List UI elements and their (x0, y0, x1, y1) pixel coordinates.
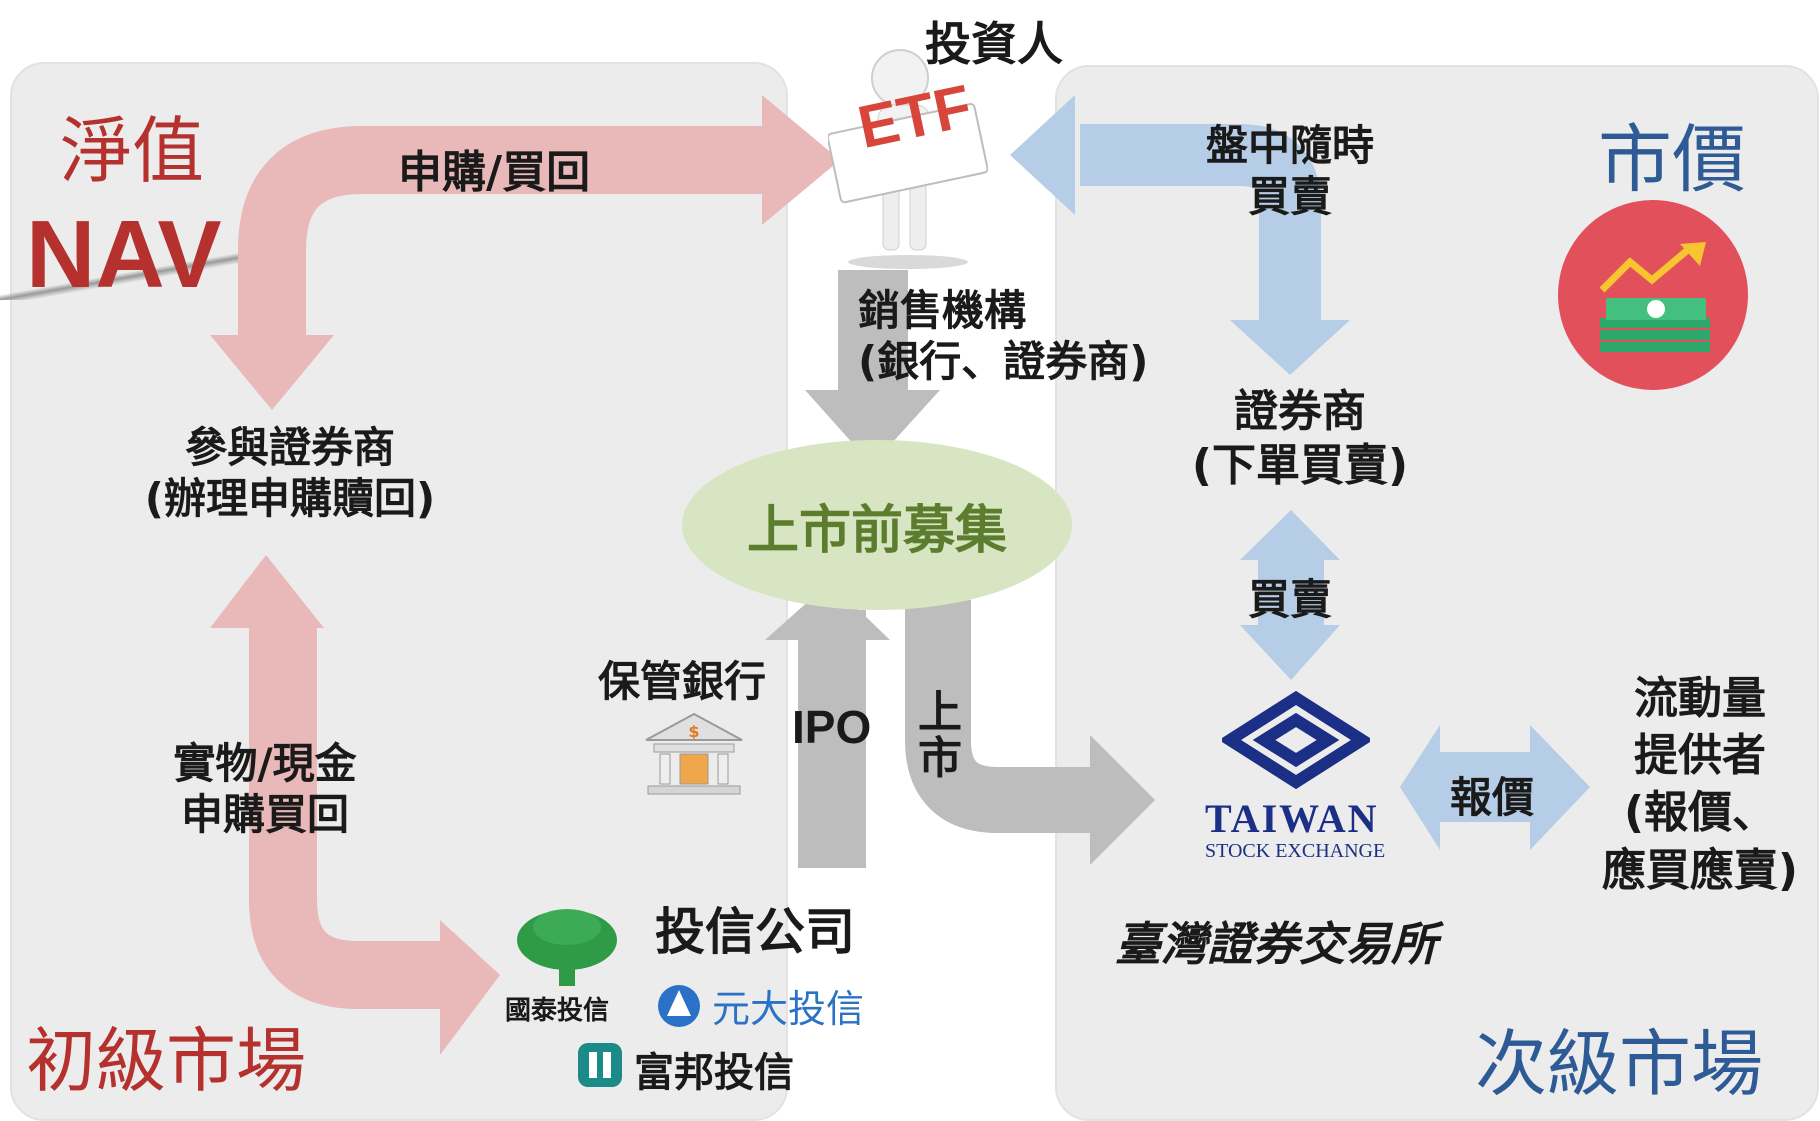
investment-trust-label: 投信公司 (655, 903, 855, 961)
trade-label: 買賣 (1248, 575, 1333, 624)
listing-label: 上 市 (918, 687, 962, 785)
blue-arrowhead-etf (1010, 95, 1075, 215)
twse-english-label: TAIWAN (1205, 796, 1379, 841)
gray-arrow-listing (905, 600, 1100, 833)
blue-arrowhead-right (1530, 725, 1590, 850)
broker-label: 證券商 (下單買賣) (1191, 386, 1409, 491)
brand-cathay: 國泰投信 (505, 996, 610, 1026)
cathay-tree-logo (517, 909, 617, 986)
pre-listing-label: 上市前募集 (746, 500, 1007, 561)
money-growth-circle (1558, 200, 1748, 390)
bank-icon: $ (645, 712, 743, 795)
intraday-label: 盤中隨時 買賣 (1205, 121, 1374, 222)
quote-label: 報價 (1450, 773, 1535, 822)
fubon-logo (578, 1043, 622, 1087)
blue-arrowhead-broker (1230, 320, 1350, 375)
primary-market-title: 初級市場 (26, 1020, 306, 1102)
twse-english-sub: STOCK EXCHANGE (1205, 840, 1386, 862)
pink-arrowhead-dealer (210, 335, 334, 410)
pink-arrowhead-trust (440, 920, 500, 1055)
ipo-label: IPO (792, 701, 872, 753)
pink-arrow-subscribe (238, 126, 770, 345)
custodian-label: 保管銀行 (598, 657, 767, 706)
pink-arrowhead-up (210, 555, 324, 628)
sales-channels-label: 銷售機構 (銀行、證券商) (858, 286, 1149, 387)
secondary-market-title: 次級市場 (1475, 1022, 1764, 1106)
investor-label: 投資人 (925, 17, 1063, 71)
blue-arrowhead-up (1240, 510, 1340, 560)
blue-arrowhead-left (1400, 725, 1440, 850)
market-price-label: 市價 (1598, 117, 1746, 203)
liquidity-provider-label: 流動量 提供者 (報價、 應買應賣) (1601, 673, 1799, 896)
pink-arrow-inkind (249, 620, 450, 1009)
blue-arrow-intraday (1080, 124, 1321, 325)
nav-chinese-label: 淨值 (60, 109, 205, 193)
twse-chinese-label: 臺灣證券交易所 (1115, 917, 1437, 971)
brand-fubon: 富邦投信 (634, 1050, 794, 1096)
in-kind-label: 實物/現金 申購買回 (173, 739, 357, 840)
yuanta-logo (658, 985, 700, 1027)
pink-arrowhead-etf (762, 95, 840, 225)
nav-swoosh (0, 250, 280, 300)
subscribe-redeem-label: 申購/買回 (398, 147, 591, 198)
svg-text:$: $ (688, 722, 699, 741)
gray-arrowhead-down (805, 390, 940, 465)
gray-arrowhead-exchange (1090, 735, 1155, 865)
twse-logo (1222, 690, 1370, 790)
participant-dealer-label: 參與證券商 (辦理申購贖回) (144, 423, 436, 524)
brand-yuanta: 元大投信 (712, 987, 865, 1031)
pre-listing-oval: 上市前募集 (682, 440, 1072, 610)
money-growth-icon (1599, 242, 1710, 352)
investor-etf-figure (828, 49, 988, 269)
gray-arrowhead-up (765, 582, 890, 640)
nav-english-label: NAV (26, 201, 222, 308)
blue-arrowhead-down (1240, 625, 1340, 680)
